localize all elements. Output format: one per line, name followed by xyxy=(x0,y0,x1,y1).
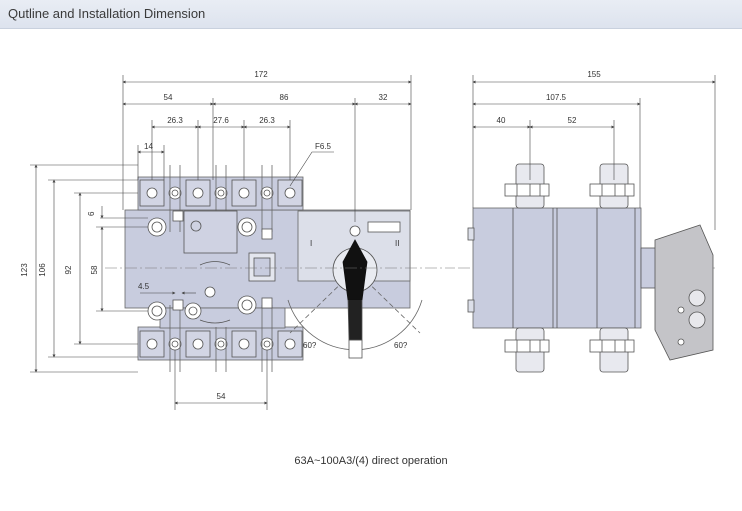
lower-terminals xyxy=(139,330,303,358)
dim-pitch-a: 26.3 xyxy=(167,116,183,125)
header-bar: Qutline and Installation Dimension xyxy=(0,0,742,29)
angle-left-label: 60? xyxy=(303,341,317,350)
dim-hole-label: F6.5 xyxy=(315,142,332,151)
front-dimension-lines xyxy=(30,75,412,410)
dim-small-a: 14 xyxy=(144,142,153,151)
dim-right-span: 32 xyxy=(379,93,388,102)
side-dim-a: 40 xyxy=(497,116,506,125)
side-dim-overall: 155 xyxy=(587,70,601,79)
dim-height-a: 123 xyxy=(20,263,29,277)
drawing-caption: 63A~100A3/(4) direct operation xyxy=(294,455,448,467)
dim-pitch-b: 27.6 xyxy=(213,116,229,125)
dim-height-c: 92 xyxy=(64,265,73,274)
front-view xyxy=(124,165,423,372)
angle-right-label: 60? xyxy=(394,341,408,350)
upper-terminals xyxy=(139,179,303,207)
dim-overall-width: 172 xyxy=(254,70,268,79)
dim-height-d: 58 xyxy=(90,265,99,274)
side-view xyxy=(458,163,716,373)
handle-label-left: I xyxy=(310,239,312,248)
side-dim-mid: 107.5 xyxy=(546,93,567,102)
side-dimension-labels: 155 107.5 40 52 xyxy=(497,70,602,125)
side-dimension-lines xyxy=(472,75,716,230)
dim-small-b: 6 xyxy=(87,211,96,216)
dim-pitch-c: 26.3 xyxy=(259,116,275,125)
side-dim-b: 52 xyxy=(568,116,577,125)
handle-label-right: II xyxy=(395,239,399,248)
dim-height-b: 106 xyxy=(38,263,47,277)
dim-bottom-span: 54 xyxy=(217,392,226,401)
front-dimension-labels: 172 54 86 32 26.3 27.6 26.3 F6.5 14 6 4.… xyxy=(20,70,408,401)
dim-left-span: 54 xyxy=(164,93,173,102)
dim-mid-span: 86 xyxy=(280,93,289,102)
dim-small-c: 4.5 xyxy=(138,282,150,291)
page-title: Qutline and Installation Dimension xyxy=(8,6,206,21)
